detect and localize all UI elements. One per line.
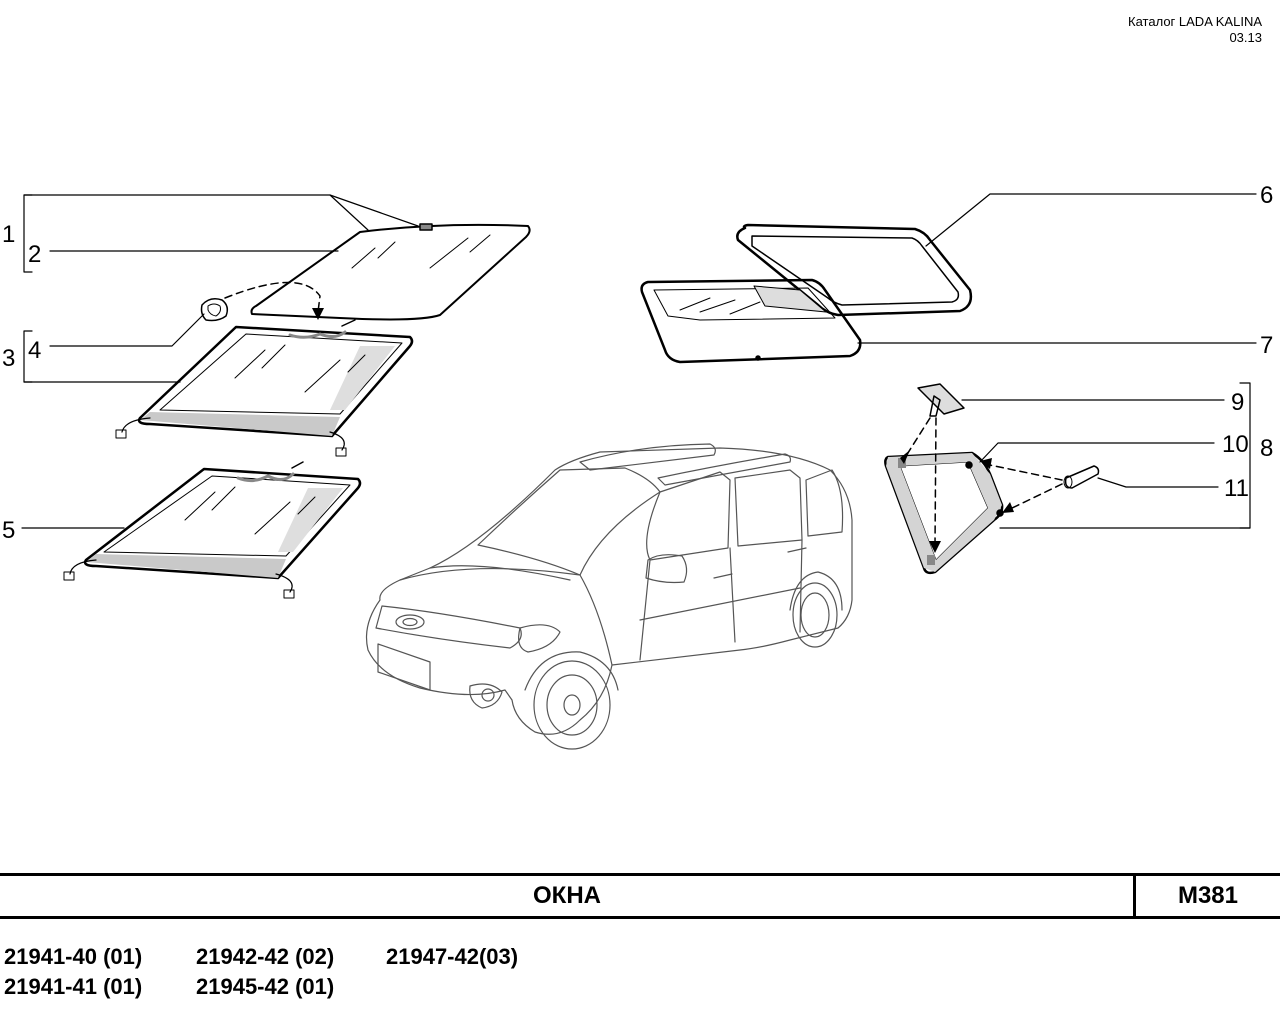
windshield-lower — [63, 461, 362, 599]
sensor-bracket — [200, 298, 229, 322]
parts-diagram: 1 2 3 4 5 6 7 8 9 10 11 — [2, 182, 1273, 750]
title-bar: ОКНА M381 — [0, 873, 1280, 919]
catalog-name: Каталог LADA KALINA — [1128, 14, 1262, 29]
callout-3: 3 — [2, 345, 15, 372]
model-code: 21947-42(03) — [386, 944, 519, 969]
adhesive-tube — [1063, 465, 1100, 489]
callout-2: 2 — [28, 241, 41, 268]
catalog-date: 03.13 — [1229, 30, 1262, 45]
model-code: 21942-42 (02) — [196, 944, 335, 969]
rear-window-glass — [640, 278, 862, 364]
section-code: M381 — [1177, 882, 1239, 909]
car-illustration — [365, 443, 853, 750]
windshield-heated — [115, 319, 414, 457]
callout-9: 9 — [1231, 389, 1244, 416]
callout-6: 6 — [1260, 182, 1273, 209]
leader-lines — [21, 193, 1257, 529]
catalog-header: Каталог LADA KALINA 03.13 — [1128, 14, 1262, 46]
title-divider — [1133, 876, 1136, 916]
windshield-top — [250, 223, 531, 321]
callout-8: 8 — [1260, 435, 1273, 462]
model-code: 21941-40 (01) — [4, 944, 143, 969]
callout-10: 10 — [1222, 431, 1249, 458]
retainer-clip — [917, 383, 965, 417]
model-code: 21941-41 (01) — [4, 974, 143, 999]
callout-11: 11 — [1224, 475, 1249, 502]
quarter-glass — [884, 451, 1004, 575]
model-code: 21945-42 (01) — [196, 974, 335, 999]
callout-1: 1 — [2, 221, 15, 248]
callout-4: 4 — [28, 337, 41, 364]
callout-5: 5 — [2, 517, 15, 544]
callout-7: 7 — [1260, 332, 1273, 359]
section-title: ОКНА — [533, 882, 601, 909]
